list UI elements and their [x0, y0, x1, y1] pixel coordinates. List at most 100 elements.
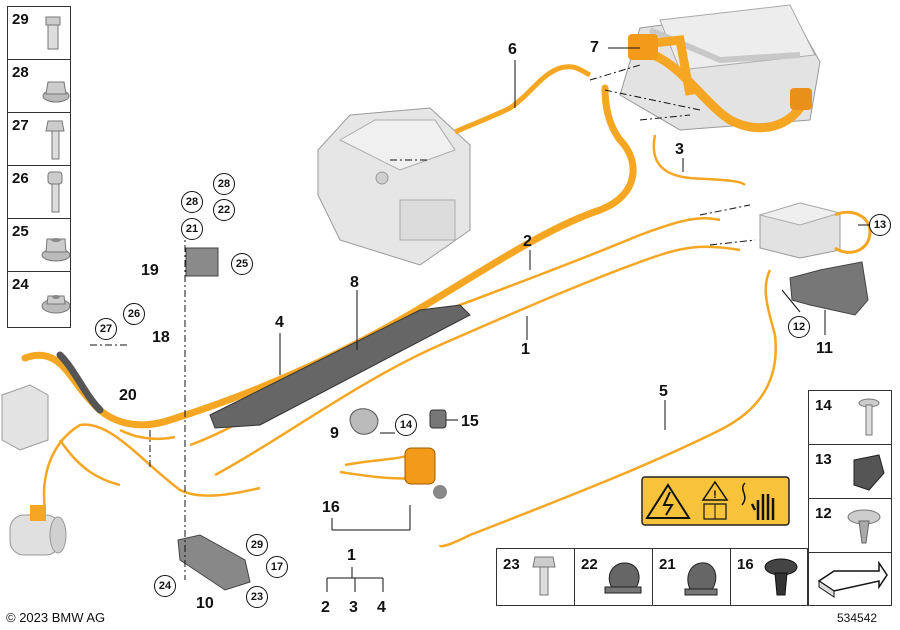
fastener-number-24: 24	[12, 276, 29, 293]
callout-1: 1	[521, 341, 530, 358]
leader-lines	[279, 47, 870, 592]
plug-rivet-icon	[764, 558, 798, 596]
cable-ac-compressor	[42, 423, 261, 511]
callout-10: 10	[196, 595, 214, 612]
fastener-cell-25: 25	[8, 219, 70, 272]
dash-dot-lines	[90, 64, 756, 580]
callout-6: 6	[508, 41, 517, 58]
circle-callout-22: 22	[213, 199, 235, 221]
flange-nut-icon	[41, 295, 70, 314]
cable-13-loop	[834, 210, 872, 254]
bottom-parts-panel: 23 22 21 16	[496, 548, 808, 606]
fastener-number-27: 27	[12, 117, 29, 134]
callout-15: 15	[461, 413, 479, 430]
callout-group-parent: 1	[347, 547, 356, 564]
high-voltage-warning-icon: !	[641, 476, 790, 526]
circle-callout-28b: 28	[213, 173, 235, 195]
fastener-cell-27: 27	[8, 113, 70, 166]
callout-4: 4	[275, 314, 284, 331]
callout-19: 19	[141, 262, 159, 279]
cover-9	[349, 408, 379, 435]
left-fastener-panel: 29 28 27 26 25 24	[7, 6, 71, 328]
fastener-cell-24: 24	[8, 272, 70, 325]
part-number-22: 22	[581, 556, 598, 573]
part-cell-16: 16	[731, 549, 809, 605]
right-parts-panel: 14 13 12	[808, 390, 892, 606]
part-cell-21: 21	[653, 549, 731, 605]
hex-bolt-icon	[45, 120, 65, 160]
callout-7: 7	[590, 39, 599, 56]
diagram-number: 534542	[837, 611, 878, 625]
cable-4-dark-section	[56, 351, 104, 414]
part-cell-13: 13	[809, 445, 891, 499]
fastener-cell-28: 28	[8, 60, 70, 113]
cap-15	[429, 409, 447, 429]
fastener-number-29: 29	[12, 11, 29, 28]
electric-machine-housing	[317, 107, 471, 266]
spacer-sleeve-icon	[45, 16, 61, 50]
countersunk-screw-icon	[858, 398, 880, 436]
callout-5: 5	[659, 383, 668, 400]
bracket-10	[177, 534, 251, 591]
direction-arrow-icon	[817, 560, 888, 598]
part-number-12: 12	[815, 505, 832, 522]
air-conditioning-compressor	[9, 505, 67, 556]
circle-callout-13: 13	[869, 214, 891, 236]
charging-unit	[758, 202, 842, 259]
circle-callout-27: 27	[95, 318, 117, 340]
socket-head-bolt-icon	[47, 171, 63, 213]
circle-callout-25: 25	[231, 253, 253, 275]
callout-18: 18	[152, 329, 170, 346]
circle-callout-29: 29	[246, 534, 268, 556]
expanding-rivet-icon	[847, 509, 881, 544]
circle-callout-14: 14	[395, 414, 417, 436]
circle-callout-23: 23	[246, 586, 268, 608]
bracket-19	[185, 247, 219, 277]
svg-text:!: !	[713, 489, 717, 501]
fastener-cell-26: 26	[8, 166, 70, 219]
fastener-number-25: 25	[12, 223, 29, 240]
cable-3	[652, 134, 746, 187]
circle-callout-12: 12	[788, 316, 810, 338]
part-cell-arrow	[809, 553, 891, 607]
part-cell-12: 12	[809, 499, 891, 553]
electric-heater	[1, 384, 49, 451]
cable-clip-icon	[853, 454, 885, 491]
cable-5	[438, 269, 777, 548]
part-number-14: 14	[815, 397, 832, 414]
callout-9: 9	[330, 425, 339, 442]
callout-2: 2	[523, 233, 532, 250]
callout-group-child-3: 3	[349, 599, 358, 616]
high-voltage-battery	[619, 4, 821, 133]
cable-clamp-icon	[684, 562, 718, 596]
cable-6	[453, 64, 592, 135]
part-cell-14: 14	[809, 391, 891, 445]
cable-1	[214, 245, 741, 477]
fastener-number-28: 28	[12, 64, 29, 81]
hex-bolt-bottom-icon	[532, 556, 556, 596]
part-number-13: 13	[815, 451, 832, 468]
circle-callout-26: 26	[123, 303, 145, 325]
callout-3: 3	[675, 141, 684, 158]
circle-callout-28a: 28	[181, 191, 203, 213]
part-cell-23: 23	[497, 549, 575, 605]
callout-20: 20	[119, 387, 137, 404]
hex-nut-flange-icon	[42, 81, 70, 103]
part-number-16: 16	[737, 556, 754, 573]
callout-8: 8	[350, 274, 359, 291]
part-number-23: 23	[503, 556, 520, 573]
collar-nut-icon	[41, 238, 70, 262]
fastener-number-26: 26	[12, 170, 29, 187]
callout-16: 16	[322, 499, 340, 516]
p-clamp-icon	[604, 562, 642, 594]
circle-callout-24: 24	[154, 575, 176, 597]
part-cell-22: 22	[575, 549, 653, 605]
charging-socket-14	[404, 447, 447, 499]
cable-charging-socket	[339, 453, 416, 480]
circle-callout-21: 21	[181, 218, 203, 240]
cable-holder-8	[209, 304, 471, 429]
copyright-text: © 2023 BMW AG	[6, 610, 106, 625]
callout-group-child-2: 2	[321, 599, 330, 616]
circle-callout-17: 17	[266, 556, 288, 578]
